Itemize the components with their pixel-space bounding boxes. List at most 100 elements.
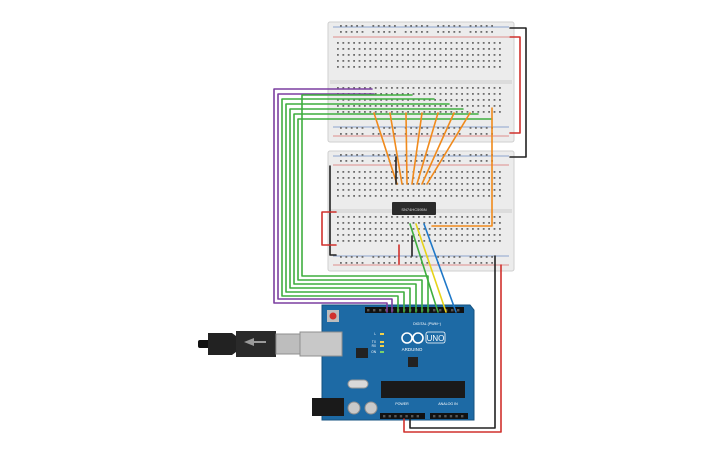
rail-hole[interactable]	[415, 262, 418, 264]
wire-black-bottom-left[interactable]	[329, 165, 337, 256]
strip-hole[interactable]	[401, 54, 404, 56]
strip-hole[interactable]	[461, 111, 463, 113]
strip-hole[interactable]	[472, 183, 474, 185]
rail-hole[interactable]	[377, 31, 380, 33]
rail-hole[interactable]	[421, 25, 423, 27]
strip-hole[interactable]	[445, 234, 447, 236]
strip-hole[interactable]	[428, 216, 431, 218]
rail-hole[interactable]	[426, 133, 429, 135]
strip-hole[interactable]	[407, 195, 409, 197]
rail-hole[interactable]	[410, 133, 412, 135]
strip-hole[interactable]	[428, 177, 431, 179]
strip-hole[interactable]	[428, 222, 431, 224]
strip-hole[interactable]	[439, 177, 442, 179]
strip-hole[interactable]	[347, 195, 350, 197]
strip-hole[interactable]	[369, 99, 372, 101]
strip-hole[interactable]	[493, 105, 496, 107]
strip-hole[interactable]	[353, 234, 355, 236]
strip-hole[interactable]	[477, 222, 480, 224]
strip-hole[interactable]	[358, 222, 361, 224]
strip-hole[interactable]	[342, 48, 345, 50]
strip-hole[interactable]	[347, 189, 350, 191]
strip-hole[interactable]	[396, 234, 399, 236]
strip-hole[interactable]	[369, 111, 372, 113]
strip-hole[interactable]	[423, 60, 426, 62]
power-pin[interactable]	[411, 415, 414, 418]
strip-hole[interactable]	[374, 177, 377, 179]
strip-hole[interactable]	[445, 171, 447, 173]
strip-hole[interactable]	[455, 228, 458, 230]
rail-hole[interactable]	[394, 127, 396, 129]
rail-hole[interactable]	[469, 262, 472, 264]
strip-hole[interactable]	[385, 240, 388, 242]
strip-hole[interactable]	[418, 105, 420, 107]
strip-hole[interactable]	[472, 42, 474, 44]
strip-hole[interactable]	[337, 234, 339, 236]
strip-hole[interactable]	[380, 171, 382, 173]
strip-hole[interactable]	[364, 171, 366, 173]
strip-hole[interactable]	[374, 171, 377, 173]
rail-hole[interactable]	[394, 160, 396, 162]
strip-hole[interactable]	[477, 42, 480, 44]
strip-hole[interactable]	[445, 93, 447, 95]
strip-hole[interactable]	[401, 87, 404, 89]
strip-hole[interactable]	[428, 189, 431, 191]
strip-hole[interactable]	[396, 171, 399, 173]
strip-hole[interactable]	[423, 87, 426, 89]
strip-hole[interactable]	[499, 195, 501, 197]
strip-hole[interactable]	[407, 105, 409, 107]
strip-hole[interactable]	[407, 60, 409, 62]
rail-hole[interactable]	[437, 31, 439, 33]
rail-hole[interactable]	[388, 154, 391, 156]
strip-hole[interactable]	[450, 228, 453, 230]
strip-hole[interactable]	[466, 171, 469, 173]
rail-hole[interactable]	[469, 31, 472, 33]
strip-hole[interactable]	[493, 60, 496, 62]
strip-hole[interactable]	[477, 228, 480, 230]
strip-hole[interactable]	[439, 111, 442, 113]
strip-hole[interactable]	[423, 195, 426, 197]
rail-hole[interactable]	[448, 154, 450, 156]
rail-hole[interactable]	[340, 31, 342, 33]
strip-hole[interactable]	[461, 99, 463, 101]
strip-hole[interactable]	[439, 48, 442, 50]
rail-hole[interactable]	[372, 133, 375, 135]
strip-hole[interactable]	[369, 171, 372, 173]
strip-hole[interactable]	[455, 189, 458, 191]
strip-hole[interactable]	[342, 42, 345, 44]
strip-hole[interactable]	[347, 177, 350, 179]
rail-hole[interactable]	[437, 256, 439, 258]
strip-hole[interactable]	[482, 54, 485, 56]
strip-hole[interactable]	[385, 228, 388, 230]
strip-hole[interactable]	[423, 48, 426, 50]
rail-hole[interactable]	[426, 154, 429, 156]
strip-hole[interactable]	[493, 177, 496, 179]
strip-hole[interactable]	[401, 60, 404, 62]
strip-hole[interactable]	[488, 42, 490, 44]
strip-hole[interactable]	[434, 87, 436, 89]
strip-hole[interactable]	[455, 183, 458, 185]
rail-hole[interactable]	[458, 160, 461, 162]
strip-hole[interactable]	[423, 66, 426, 68]
strip-hole[interactable]	[418, 189, 420, 191]
strip-hole[interactable]	[472, 177, 474, 179]
strip-hole[interactable]	[364, 48, 366, 50]
strip-hole[interactable]	[347, 228, 350, 230]
strip-hole[interactable]	[450, 105, 453, 107]
strip-hole[interactable]	[412, 60, 415, 62]
rail-hole[interactable]	[388, 133, 391, 135]
strip-hole[interactable]	[412, 228, 415, 230]
strip-hole[interactable]	[391, 42, 393, 44]
strip-hole[interactable]	[434, 42, 436, 44]
strip-hole[interactable]	[385, 105, 388, 107]
strip-hole[interactable]	[499, 93, 501, 95]
strip-hole[interactable]	[347, 66, 350, 68]
strip-hole[interactable]	[391, 183, 393, 185]
strip-hole[interactable]	[380, 228, 382, 230]
wire-red-bottom-left[interactable]	[321, 211, 337, 246]
rail-hole[interactable]	[356, 25, 358, 27]
rail-hole[interactable]	[345, 133, 348, 135]
strip-hole[interactable]	[358, 234, 361, 236]
strip-hole[interactable]	[358, 171, 361, 173]
strip-hole[interactable]	[423, 228, 426, 230]
